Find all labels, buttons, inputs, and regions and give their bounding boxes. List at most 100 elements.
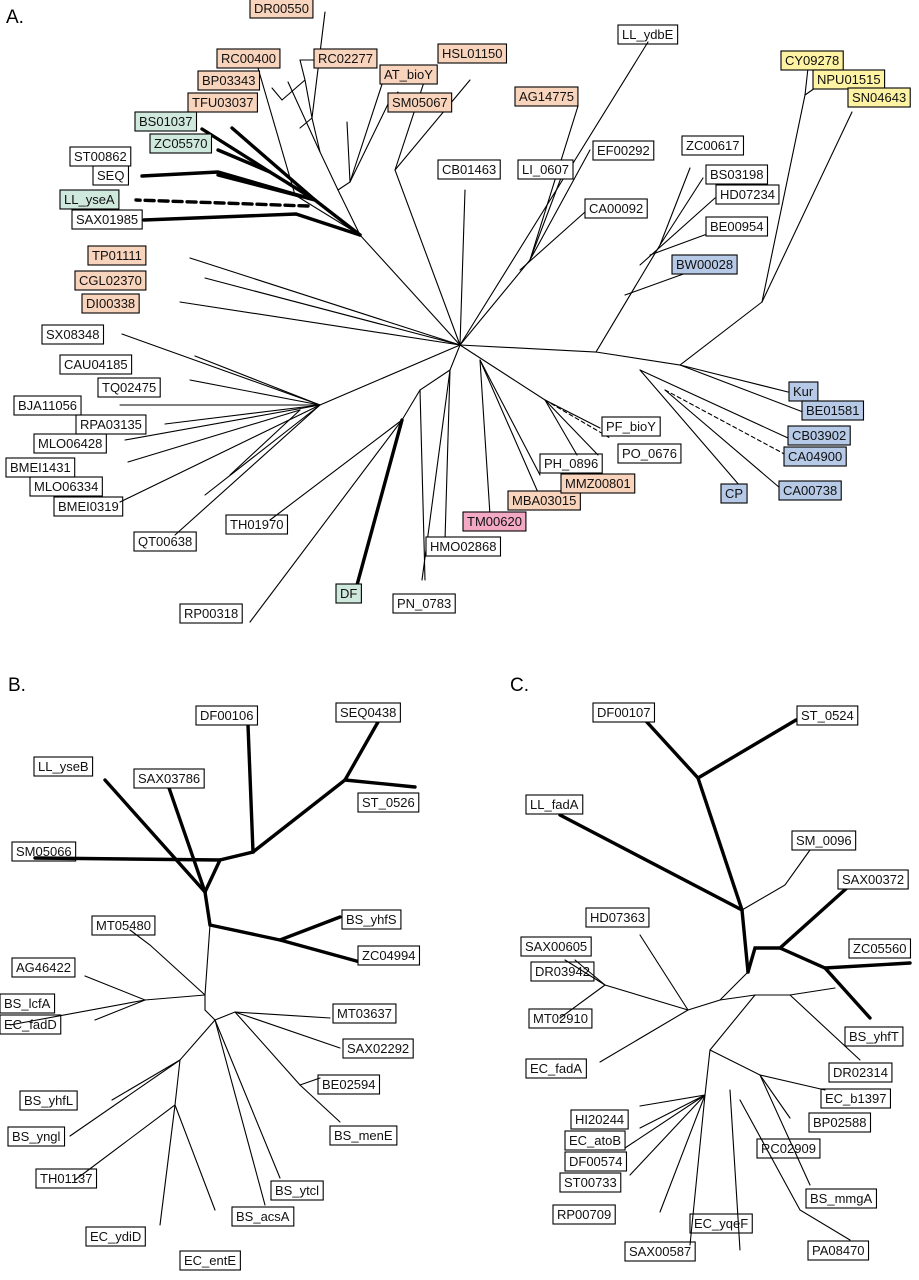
- branch: [689, 1094, 706, 1246]
- svg-text:BMEI1431: BMEI1431: [10, 460, 71, 475]
- leaf-ec-fada: EC_fadA: [525, 1058, 587, 1079]
- leaf-mlo06428: MLO06428: [33, 433, 107, 454]
- branch: [639, 994, 756, 1107]
- leaf-sm05066: SM05066: [11, 841, 77, 862]
- branch: [394, 69, 429, 171]
- leaf-bmei0319: BMEI0319: [53, 496, 124, 517]
- branch: [659, 177, 704, 246]
- branch: [664, 389, 791, 458]
- branch: [216, 173, 317, 202]
- svg-text:MT02910: MT02910: [533, 1011, 588, 1026]
- svg-text:BMEI0319: BMEI0319: [58, 499, 119, 514]
- svg-text:MBA03015: MBA03015: [512, 493, 576, 508]
- branch: [251, 720, 380, 854]
- leaf-mlo06334: MLO06334: [29, 476, 103, 497]
- branch: [103, 778, 207, 894]
- svg-text:AG46422: AG46422: [16, 960, 71, 975]
- leaf-bs01037: BS01037: [134, 111, 198, 132]
- leaf-mba03015: MBA03015: [507, 490, 581, 511]
- leaf-po-0676: PO_0676: [617, 443, 682, 464]
- svg-text:PF_bioY: PF_bioY: [606, 419, 656, 434]
- svg-text:SEQ0438: SEQ0438: [340, 705, 396, 720]
- branch: [142, 212, 362, 237]
- svg-text:LL_yseB: LL_yseB: [38, 759, 89, 774]
- leaf-cb03902: CB03902: [787, 425, 851, 446]
- branch: [739, 1099, 851, 1241]
- branch: [664, 389, 781, 489]
- svg-text:PH_0896: PH_0896: [544, 456, 598, 471]
- leaf-di00338: DI00338: [81, 293, 140, 314]
- panel-a: A.: [5, 0, 911, 624]
- leaf-sax01985: SAX01985: [71, 209, 143, 230]
- svg-text:BS03198: BS03198: [710, 167, 764, 182]
- svg-text:DF00106: DF00106: [200, 708, 253, 723]
- svg-text:CP: CP: [725, 486, 743, 501]
- branch: [84, 975, 206, 1001]
- branch: [179, 301, 461, 346]
- svg-text:HI20244: HI20244: [575, 1112, 624, 1127]
- leaf-bs-yhft: BS_yhfT: [844, 1026, 904, 1047]
- branch: [394, 79, 471, 346]
- branch: [709, 1049, 826, 1091]
- branch: [719, 987, 836, 1001]
- leaf-sax00372: SAX00372: [837, 869, 909, 890]
- branch: [204, 404, 321, 496]
- branch: [271, 79, 306, 101]
- leaf-bja11056: BJA11056: [13, 395, 82, 416]
- leaf-ph-0896: PH_0896: [539, 453, 603, 474]
- svg-text:NPU01515: NPU01515: [817, 72, 881, 87]
- branch: [234, 1011, 321, 1086]
- branch: [214, 1019, 266, 1206]
- svg-text:HSL01150: HSL01150: [442, 46, 502, 61]
- svg-text:CGL02370: CGL02370: [79, 273, 142, 288]
- leaf-sax00587: SAX00587: [624, 1241, 696, 1262]
- branch: [559, 984, 606, 1019]
- branch: [746, 876, 860, 974]
- leaf-mt05480: MT05480: [91, 915, 156, 936]
- leaf-hmo02868: HMO02868: [425, 536, 502, 557]
- leaf-ec-fadd: EC_fadD: [0, 1014, 62, 1035]
- branch: [299, 59, 361, 236]
- leaf-zc04994: ZC04994: [357, 945, 421, 966]
- leaf-seq0438: SEQ0438: [335, 702, 401, 723]
- leaf-cp: CP: [720, 483, 748, 504]
- svg-text:DF00574: DF00574: [569, 1154, 622, 1169]
- svg-text:TM00620: TM00620: [467, 514, 522, 529]
- svg-text:SN04643: SN04643: [852, 90, 906, 105]
- svg-text:CB01463: CB01463: [442, 162, 496, 177]
- leaf-rc00400: RC00400: [216, 48, 281, 69]
- leaf-zc05570: ZC05570: [149, 133, 213, 154]
- svg-text:PA08470: PA08470: [812, 1243, 865, 1258]
- svg-text:AG14775: AG14775: [519, 89, 574, 104]
- svg-text:TH01970: TH01970: [230, 517, 283, 532]
- svg-text:ZC00617: ZC00617: [686, 138, 739, 153]
- leaf-pa08470: PA08470: [807, 1240, 870, 1261]
- svg-text:RC02909: RC02909: [761, 1141, 816, 1156]
- branch: [203, 890, 342, 942]
- svg-text:BP03343: BP03343: [202, 73, 256, 88]
- branch: [639, 934, 689, 1011]
- branch: [134, 198, 310, 208]
- panel-b-letter: B.: [8, 675, 26, 696]
- leaf-bs-yngl: BS_yngl: [7, 1126, 66, 1147]
- branch: [544, 399, 599, 456]
- branch: [159, 1104, 176, 1226]
- branch: [459, 189, 466, 346]
- leaf-bs-mene: BS_menE: [329, 1125, 398, 1146]
- leaf-st-0526: ST_0526: [357, 792, 420, 813]
- svg-text:HMO02868: HMO02868: [430, 539, 496, 554]
- svg-text:DF00107: DF00107: [597, 705, 650, 720]
- svg-text:TQ02475: TQ02475: [102, 380, 156, 395]
- branch: [729, 1089, 741, 1251]
- leaf-tq02475: TQ02475: [97, 377, 161, 398]
- leaf-dr03942: DR03942: [530, 961, 595, 982]
- branch: [558, 813, 744, 912]
- leaf-ef00292: EF00292: [592, 140, 655, 161]
- leaf-bs-yhfl: BS_yhfL: [19, 1090, 78, 1111]
- leaf-st00862: ST00862: [69, 146, 132, 167]
- branch: [679, 364, 789, 393]
- branch: [278, 938, 362, 964]
- svg-text:SAX01985: SAX01985: [76, 212, 138, 227]
- leaf-cy09278: CY09278: [780, 50, 844, 71]
- leaf-ec-ente: EC_entE: [179, 1250, 241, 1271]
